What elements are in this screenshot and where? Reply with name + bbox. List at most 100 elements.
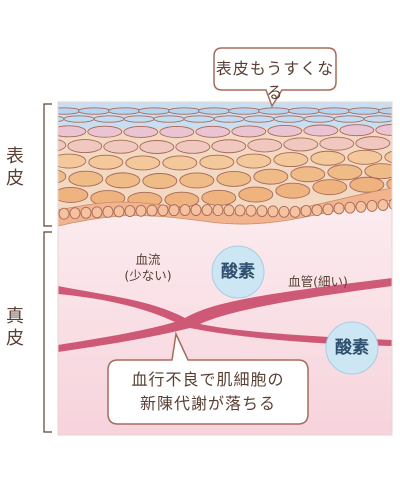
spinous-cell — [355, 136, 391, 151]
callout-top-bubble — [213, 47, 337, 108]
corneum-cell — [153, 115, 185, 123]
granular-cell — [195, 125, 231, 138]
spinous-cell — [139, 140, 175, 154]
corneum-cell — [197, 107, 231, 115]
granular-cell — [16, 125, 50, 136]
oxygen-label-2: 酸素 — [335, 338, 369, 358]
spinous-cell — [290, 166, 326, 183]
corneum-cell — [167, 107, 201, 115]
granular-cell — [231, 125, 267, 138]
corneum-cell — [363, 115, 392, 123]
basal-cell — [366, 200, 378, 212]
basal-cell — [355, 200, 367, 213]
granular-cell — [339, 124, 375, 137]
basal-cell — [102, 205, 114, 218]
granular-cell — [267, 124, 303, 137]
basal-cell — [157, 204, 169, 217]
spinous-cell — [327, 164, 363, 181]
spinous-cell — [247, 138, 283, 153]
epidermis-bracket — [43, 103, 52, 227]
basal-cell — [267, 205, 279, 218]
oxygen-bubble-1 — [211, 245, 265, 299]
spinous-cell — [238, 186, 274, 203]
spinous-cell — [201, 189, 237, 206]
spinous-cell — [105, 172, 141, 189]
dermis-label: 真 皮 — [2, 306, 28, 350]
blood-flow-label: 血流 (少ない) — [118, 252, 178, 284]
spinous-cell — [67, 139, 103, 154]
callout-bottom-line-1: 血行不良で肌細胞の — [131, 370, 285, 389]
corneum-cell — [107, 107, 141, 115]
spinous-cell — [275, 182, 311, 199]
spinous-cell — [175, 139, 211, 154]
spinous-cell — [58, 139, 67, 152]
callout-bottom-bubble — [107, 331, 309, 425]
oxygen-label-1: 酸素 — [221, 262, 255, 282]
corneum-cell — [243, 115, 275, 123]
corneum-cell — [394, 116, 400, 122]
spinous-cell — [179, 172, 215, 189]
epidermis-label-char-2: 皮 — [6, 168, 24, 189]
basal-cell — [322, 203, 334, 216]
basal-cell — [201, 204, 213, 216]
corneum-cell — [213, 115, 245, 123]
spinous-cell — [312, 179, 348, 196]
basal-cell — [300, 205, 312, 217]
granular-cell — [375, 124, 392, 136]
spinous-cell — [199, 154, 235, 170]
granular-cell — [159, 126, 195, 138]
epidermis-label-char-1: 表 — [6, 146, 24, 167]
basal-cell — [223, 204, 235, 217]
spinous-cell — [162, 155, 198, 171]
corneum-cell — [183, 115, 215, 123]
epidermis-label: 表 皮 — [2, 146, 28, 190]
corneum-cell — [93, 115, 125, 123]
basal-cell — [58, 207, 70, 220]
spinous-cell — [384, 150, 392, 164]
spinous-cell — [349, 176, 385, 193]
spinous-cell — [88, 154, 124, 170]
basal-cell — [234, 204, 246, 217]
basal-cell — [278, 205, 290, 218]
callout-top-text: 表皮もうすくなる — [215, 59, 335, 102]
corneum-cell — [317, 107, 351, 115]
spinous-cell — [142, 173, 178, 189]
basal-cell — [146, 204, 158, 217]
dermis-bracket — [43, 231, 52, 433]
spinous-cell — [347, 149, 383, 165]
dermis-label-char-1: 真 — [6, 306, 24, 327]
basal-cell — [256, 205, 268, 217]
basal-cell — [91, 206, 103, 219]
spinous-cell — [253, 168, 289, 185]
corneum-cell — [273, 115, 305, 123]
spinous-cell — [216, 170, 252, 187]
spinous-cell — [364, 163, 392, 180]
granular-cell — [123, 126, 159, 138]
blood-flow-note: (少ない) — [124, 268, 172, 283]
corneum-cell — [58, 107, 81, 115]
spinous-cell — [58, 169, 67, 184]
basal-cell — [333, 202, 345, 215]
spinous-cell — [391, 141, 392, 145]
basal-cell — [168, 204, 180, 217]
granular-cell — [303, 124, 339, 137]
basal-cell — [311, 204, 323, 217]
blood-vessel-label: 血管(細い) — [288, 274, 348, 289]
spinous-cell — [68, 170, 104, 187]
spinous-cell — [103, 139, 139, 154]
spinous-cell — [236, 153, 272, 169]
spinous-cell — [125, 155, 161, 171]
corneum-cell — [77, 107, 111, 115]
basal-cell — [289, 205, 301, 218]
basal-cell — [388, 198, 392, 210]
corneum-cell — [333, 115, 365, 123]
spinous-cell — [211, 139, 247, 154]
basal-cell — [245, 204, 257, 217]
corneum-cell — [377, 107, 392, 115]
basal-cell — [80, 206, 92, 219]
oxygen-bubble-2 — [325, 321, 379, 375]
spinous-cell — [58, 153, 87, 169]
corneum-cell — [227, 107, 261, 115]
